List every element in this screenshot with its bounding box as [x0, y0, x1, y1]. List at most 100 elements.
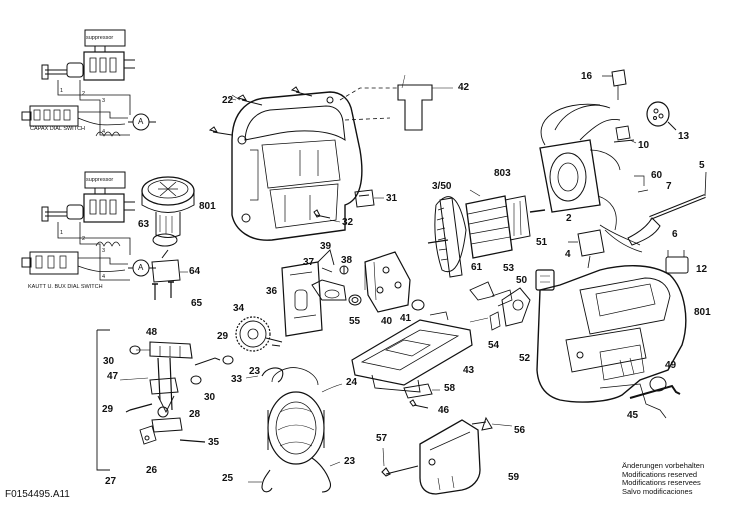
callout-37: 37	[303, 257, 315, 268]
part-32-pin	[313, 209, 341, 223]
terminal-2-top: 2	[82, 91, 86, 97]
callout-51: 51	[536, 237, 548, 248]
callout-803: 803	[494, 168, 511, 179]
callout-31: 31	[386, 193, 398, 204]
callout-55: 55	[349, 316, 361, 327]
part-42-leader	[401, 74, 406, 89]
part-31-clip	[354, 189, 384, 208]
callout-6: 6	[672, 229, 678, 240]
callout-30-left: 30	[103, 356, 115, 367]
callout-16: 16	[581, 71, 593, 82]
ammeter-label-top: A	[138, 117, 144, 126]
part-63-knob	[141, 176, 195, 247]
callout-29-upper: 29	[217, 331, 229, 342]
callout-25: 25	[222, 473, 234, 484]
callout-45: 45	[627, 410, 639, 421]
callout-23-upper: 23	[249, 366, 261, 377]
callout-56: 56	[514, 425, 526, 436]
plunger-assembly	[119, 341, 206, 445]
part-58-clamp	[403, 383, 440, 399]
ammeter-label-bottom: A	[138, 263, 144, 272]
callout-64: 64	[189, 266, 201, 277]
callout-24: 24	[346, 377, 358, 388]
callout-22: 22	[222, 95, 234, 106]
field-coil	[539, 103, 621, 231]
callout-39: 39	[320, 241, 332, 252]
terminal-1-top: 1	[60, 88, 64, 94]
callout-23-lower: 23	[344, 456, 356, 467]
part-59-cover	[419, 419, 481, 495]
part-42-plate	[339, 84, 453, 131]
part-46-screw	[409, 399, 429, 409]
callout-801-left: 801	[199, 201, 216, 212]
part-27-bracket-group	[96, 329, 110, 471]
callout-41: 41	[400, 313, 412, 324]
callout-33: 33	[231, 374, 243, 385]
callout-48: 48	[146, 327, 158, 338]
callout-50: 50	[516, 275, 528, 286]
callout-47: 47	[107, 371, 119, 382]
callout-54: 54	[488, 340, 500, 351]
terminal-3-top: 3	[102, 98, 106, 104]
callout-26: 26	[146, 465, 158, 476]
callout-42: 42	[458, 82, 470, 93]
part-13-connector	[646, 101, 677, 131]
terminal-3-bottom: 3	[102, 248, 106, 254]
terminal-4-top: 4	[102, 129, 106, 135]
callout-30-right: 30	[204, 392, 216, 403]
part-41-washer	[411, 299, 425, 311]
part-10-holder	[613, 125, 637, 144]
part-36-plate	[281, 261, 323, 337]
schematic-kautt	[21, 171, 156, 281]
modification-notes: Änderungen vorbehalten Modifications res…	[622, 461, 705, 496]
terminal-2-bottom: 2	[82, 236, 86, 242]
callout-2: 2	[566, 213, 572, 224]
callout-32: 32	[342, 217, 354, 228]
callout-35: 35	[208, 437, 220, 448]
callout-5: 5	[699, 160, 705, 171]
callout-28: 28	[189, 409, 201, 420]
document-id: F0154495.A11	[5, 489, 70, 500]
callout-46: 46	[438, 405, 450, 416]
callout-43: 43	[463, 365, 475, 376]
callout-58: 58	[444, 383, 456, 394]
housing-half-right	[536, 265, 687, 419]
part-55-bush	[348, 294, 362, 306]
callout-61: 61	[471, 262, 483, 273]
part-40-bearing-block	[364, 251, 411, 313]
callout-63: 63	[138, 219, 150, 230]
callout-53: 53	[503, 263, 515, 274]
part-43-sole-plate	[351, 311, 473, 393]
note-german: Änderungen vorbehalten	[622, 461, 705, 470]
part-65-screws	[152, 281, 174, 300]
suppressor-label-top: suppressor	[86, 35, 114, 41]
terminal-4-bottom: 4	[102, 274, 106, 280]
note-spanish: Salvo modificaciones	[622, 486, 693, 496]
callout-57: 57	[376, 433, 388, 444]
part-25-spring	[248, 469, 273, 493]
callout-65: 65	[191, 298, 203, 309]
callout-7: 7	[666, 181, 672, 192]
callout-13: 13	[678, 131, 690, 142]
callout-38: 38	[341, 255, 353, 266]
part-23-springs	[245, 367, 341, 493]
power-cable	[599, 171, 707, 253]
part-64-potentiometer	[151, 249, 188, 283]
screws-22	[208, 86, 313, 136]
callout-4: 4	[565, 249, 571, 260]
capax-switch-caption: CAPAX DIAL SWITCH	[30, 126, 86, 132]
callout-52: 52	[519, 353, 531, 364]
switch-assembly	[469, 229, 689, 331]
part-24-frame	[267, 367, 343, 465]
callout-801-right: 801	[694, 307, 711, 318]
part-38-screw	[339, 265, 349, 275]
callout-59: 59	[508, 472, 520, 483]
callout-3-50: 3/50	[432, 181, 452, 192]
callout-27: 27	[105, 476, 117, 487]
terminal-1-bottom: 1	[60, 230, 64, 236]
callout-10: 10	[638, 140, 650, 151]
part-57-screw	[381, 447, 419, 477]
housing-half-left	[231, 91, 363, 241]
